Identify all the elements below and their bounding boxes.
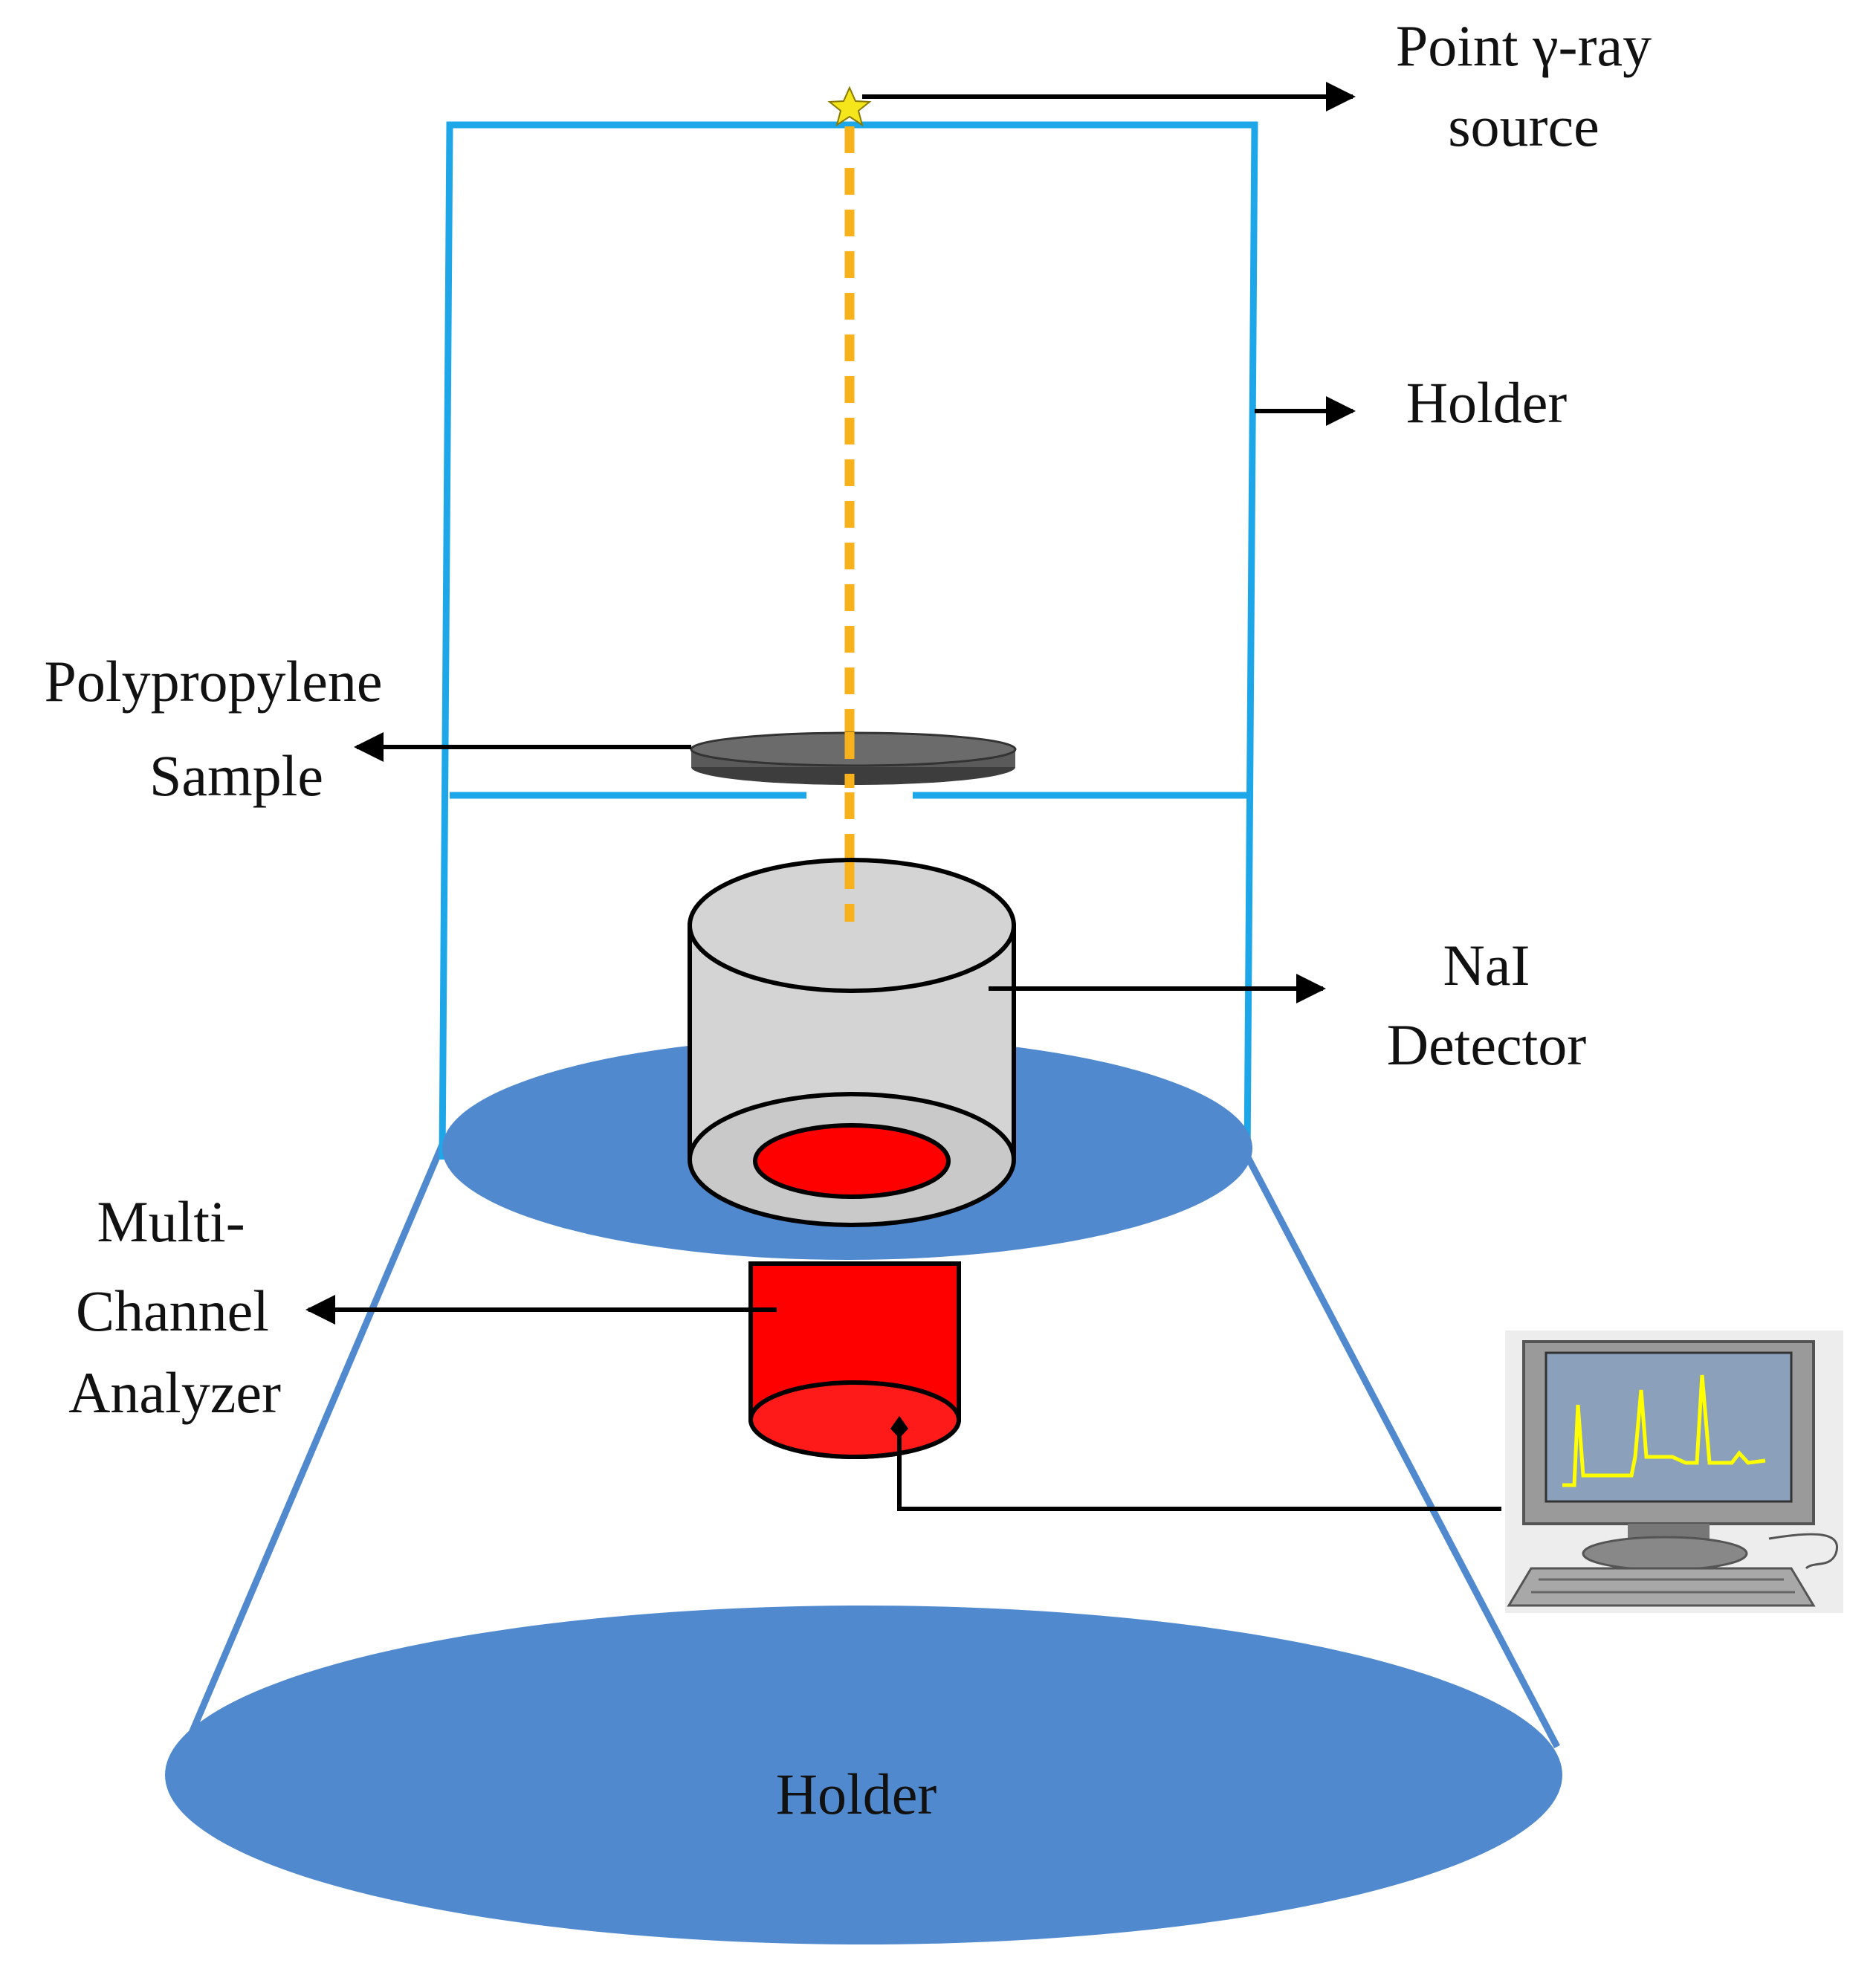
cone-left-edge xyxy=(182,1143,446,1748)
holder-base-label: Holder xyxy=(776,1762,937,1826)
holder-frame-outline xyxy=(439,121,1258,1160)
spectrum-trace xyxy=(1562,1374,1766,1487)
desktop-computer-icon xyxy=(1505,1331,1843,1613)
mca-label-line2: Channel xyxy=(76,1278,269,1343)
mouse-cable xyxy=(1768,1533,1838,1570)
polypropylene-sample xyxy=(690,731,1017,785)
source-label-line1: Point γ-ray xyxy=(1396,13,1652,78)
mca-label-line1: Multi- xyxy=(97,1189,245,1254)
base-holder-disc xyxy=(165,1606,1562,1944)
sample-label-line1: Polypropylene xyxy=(45,649,383,714)
mca-to-computer-cable xyxy=(897,1427,1501,1511)
mca-unit xyxy=(748,1261,961,1459)
sample-label-line2: Sample xyxy=(149,743,323,808)
detector-crystal xyxy=(753,1123,951,1199)
detector-label-line2: Detector xyxy=(1387,1012,1587,1077)
holder-frame xyxy=(439,121,1258,1160)
cone-right-edge xyxy=(1238,1142,1560,1749)
source-label-line2: source xyxy=(1448,94,1600,158)
holder-top-label: Holder xyxy=(1406,370,1568,435)
monitor-screen xyxy=(1545,1351,1793,1503)
nai-detector xyxy=(688,858,1016,1227)
source-star-icon xyxy=(827,85,872,127)
keyboard xyxy=(1507,1567,1816,1607)
mca-label-line3: Analyzer xyxy=(68,1360,281,1425)
detector-label-line1: NaI xyxy=(1443,933,1530,998)
base-holder: Holder xyxy=(165,1142,1562,1944)
